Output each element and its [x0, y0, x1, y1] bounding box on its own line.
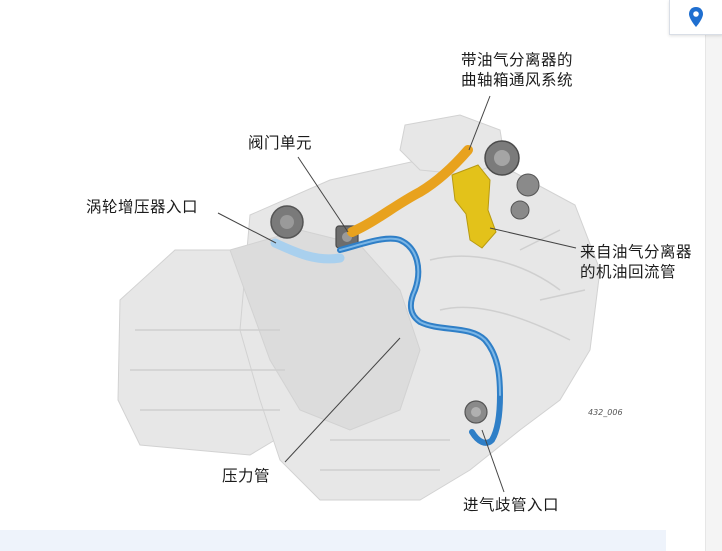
label-oil-return-line2: 的机油回流管 — [580, 263, 677, 281]
page-scrollbar[interactable] — [705, 0, 722, 551]
engine-detail — [130, 229, 586, 471]
pressure-pipe-highlight — [339, 237, 501, 396]
label-pressure-pipe: 压力管 — [222, 467, 271, 485]
crankcase-vent-pipe — [347, 145, 473, 237]
map-pin-icon — [689, 7, 703, 27]
label-oil-return-line1: 来自油气分离器 — [580, 243, 693, 261]
label-valve-unit: 阀门单元 — [248, 134, 313, 152]
separator-cap — [484, 140, 540, 220]
label-turbo-inlet: 涡轮增压器入口 — [86, 198, 199, 216]
turbo-inlet-part — [270, 205, 304, 239]
label-crankcase-ventilation-line2: 曲轴箱通风系统 — [461, 71, 574, 89]
footer-band — [0, 530, 666, 551]
label-crankcase-ventilation-line1: 带油气分离器的 — [461, 51, 574, 69]
oil-separator-part — [451, 164, 497, 249]
figure-code: 432_006 — [588, 408, 623, 417]
leader-lines — [217, 95, 577, 493]
label-intake-inlet: 进气歧管入口 — [463, 496, 560, 514]
engine-block — [117, 114, 601, 501]
intake-inlet-part — [464, 400, 488, 424]
locator-button[interactable] — [669, 0, 722, 35]
turbo-pipe — [270, 238, 345, 264]
